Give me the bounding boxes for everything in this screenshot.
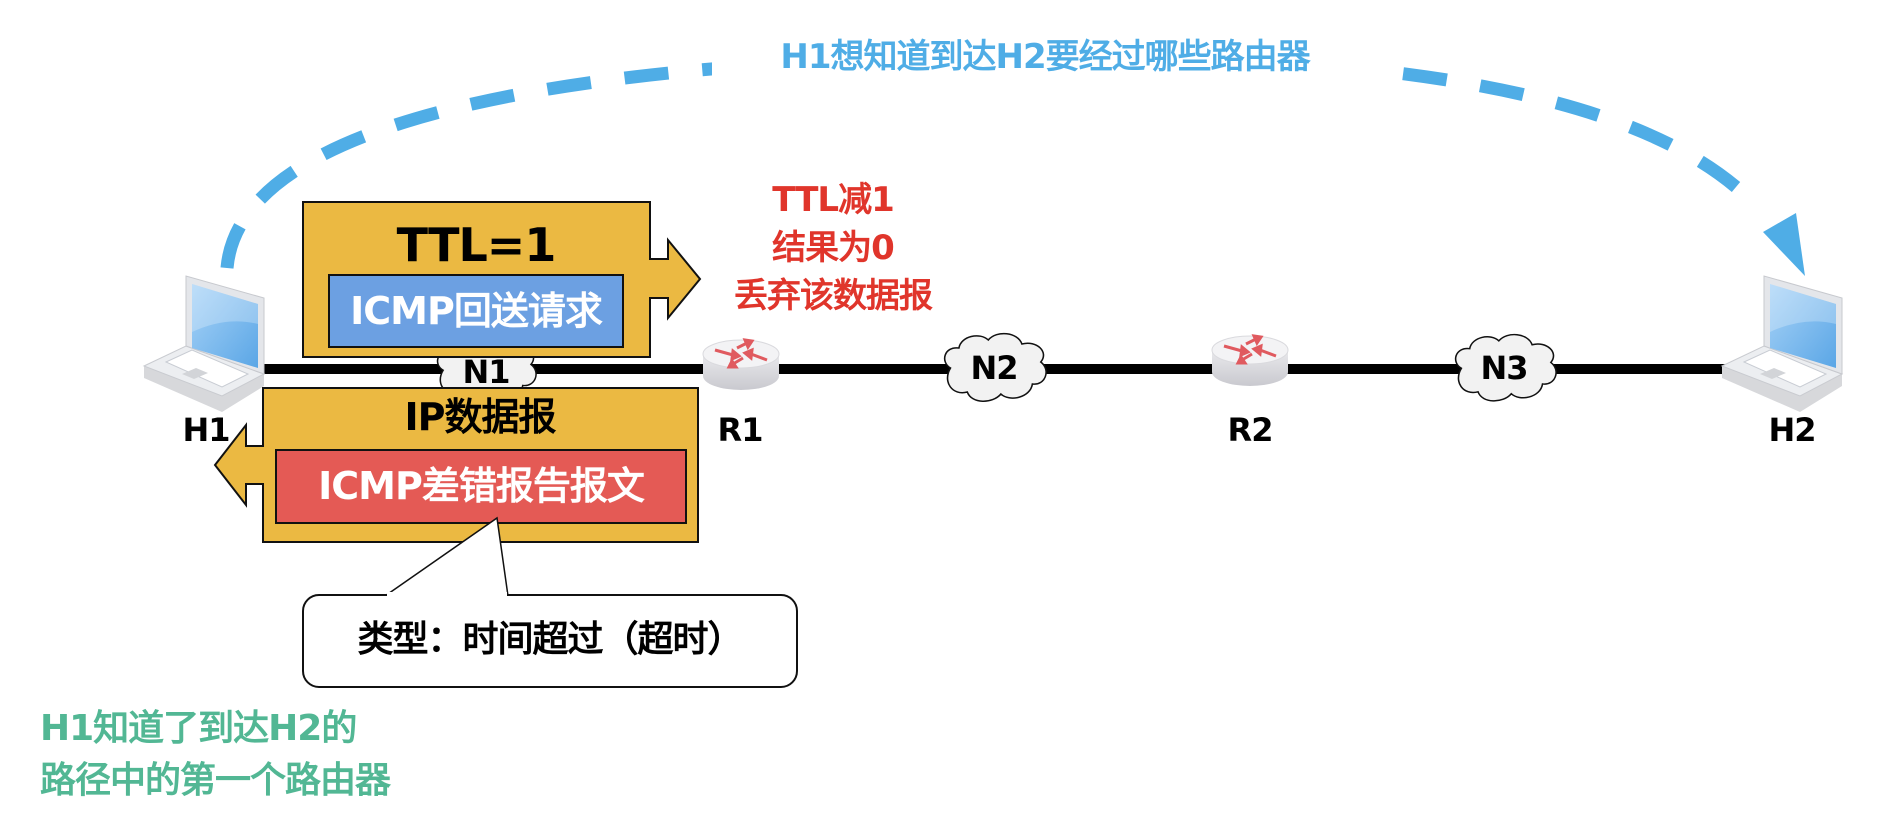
- conclusion-note: H1知道了到达H2的 路径中的第一个路由器: [40, 703, 391, 807]
- ip-datagram-header: IP数据报: [404, 395, 557, 439]
- router-note-line: 丢弃该数据报: [734, 276, 933, 316]
- callout-text: 类型：时间超过（超时）: [357, 619, 743, 660]
- callout-box: [302, 594, 798, 688]
- echo-request-box: [328, 274, 624, 348]
- router-note-line: TTL减1: [772, 180, 895, 220]
- ttl-header: TTL=1: [396, 218, 557, 272]
- node-label-h2: H2: [1768, 411, 1816, 449]
- callout-pointer: [384, 516, 509, 597]
- network-label-n1: N1: [462, 353, 510, 391]
- laptop-icon-h2[interactable]: [1721, 275, 1843, 413]
- node-label-r1: R1: [717, 411, 764, 449]
- router-note-line: 结果为0: [772, 228, 895, 268]
- title-backdrop: [712, 36, 1380, 84]
- router-icon-r1[interactable]: [701, 338, 781, 392]
- network-label-n2: N2: [970, 349, 1018, 387]
- router-icon-r2[interactable]: [1210, 334, 1290, 388]
- error-report-label: ICMP差错报告报文: [318, 464, 645, 508]
- node-label-r2: R2: [1227, 411, 1274, 449]
- arc-arrowhead: [1763, 213, 1805, 276]
- node-label-h1: H1: [182, 411, 230, 449]
- network-label-n3: N3: [1480, 349, 1528, 387]
- echo-request-label: ICMP回送请求: [350, 289, 603, 333]
- router-note: TTL减1 结果为0 丢弃该数据报: [734, 176, 933, 320]
- conclusion-line: 路径中的第一个路由器: [40, 760, 391, 801]
- diagram-title: H1想知道到达H2要经过哪些路由器: [780, 37, 1310, 77]
- error-report-box: [275, 449, 687, 524]
- conclusion-line: H1知道了到达H2的: [40, 708, 357, 749]
- laptop-icon-h1[interactable]: [143, 275, 265, 413]
